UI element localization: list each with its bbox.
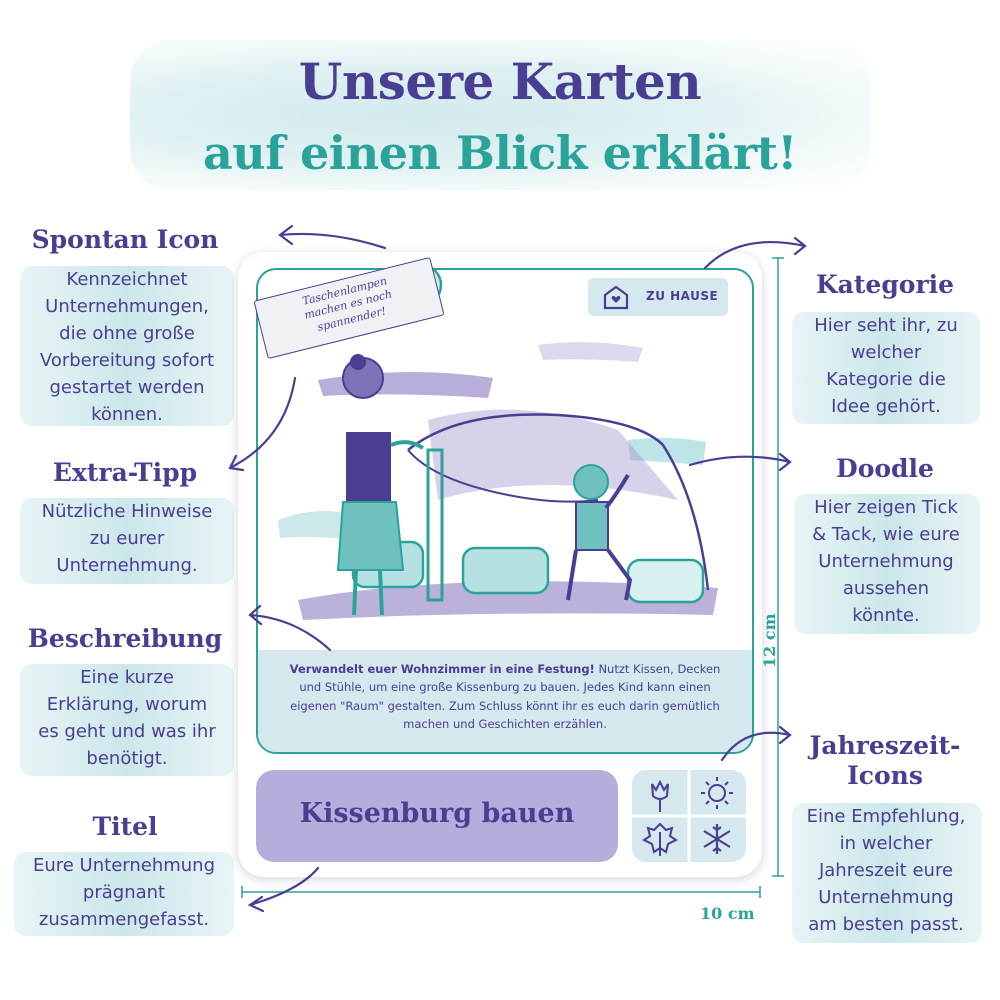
card-description-box: Verwandelt euer Wohnzimmer in eine Festu… bbox=[258, 650, 752, 752]
season-icons-box bbox=[632, 770, 746, 862]
category-label: ZU HAUSE bbox=[646, 289, 719, 303]
doodle-description: Hier zeigen Tick & Tack, wie eure Untern… bbox=[812, 497, 960, 626]
spontan-description: Kennzeichnet Unternehmungen, die ohne gr… bbox=[39, 269, 215, 425]
snowflake-icon bbox=[703, 824, 731, 854]
season-grid bbox=[632, 770, 746, 862]
doodle-title: Doodle bbox=[836, 454, 934, 483]
beschreibung-title: Beschreibung bbox=[27, 624, 223, 653]
extratipp-wash bbox=[20, 498, 234, 584]
beschreibung-wash bbox=[20, 664, 234, 776]
page-title-line1: Unsere Karten bbox=[298, 52, 702, 111]
jahreszeit-description: Eine Empfehlung, in welcher Jahreszeit e… bbox=[806, 806, 966, 935]
titel-description: Eure Unternehmung prägnant zusammengefas… bbox=[32, 855, 216, 930]
spontan-wash bbox=[20, 266, 234, 426]
arrow-spontan bbox=[278, 224, 387, 250]
header-wash bbox=[130, 40, 870, 190]
spontan-title: Spontan Icon bbox=[31, 225, 219, 254]
doodle-wash bbox=[794, 494, 980, 634]
extratipp-description: Nützliche Hinweise zu eurer Unternehmung… bbox=[41, 501, 213, 576]
category-badge: ZU HAUSE bbox=[588, 278, 728, 316]
height-dimension-label: 12 cm bbox=[760, 613, 779, 668]
card-title-box: Kissenburg bauen bbox=[256, 770, 618, 862]
tulip-icon bbox=[651, 779, 669, 812]
jahreszeit-title: Jahreszeit- Icons bbox=[809, 731, 961, 790]
doodle-illustration bbox=[278, 342, 718, 620]
kategorie-wash bbox=[792, 312, 980, 424]
kategorie-description: Hier seht ihr, zu welcher Kategorie die … bbox=[814, 315, 958, 417]
page-title-line2: auf einen Blick erklärt! bbox=[202, 126, 798, 180]
extratipp-title: Extra-Tipp bbox=[52, 458, 198, 487]
card-description: Verwandelt euer Wohnzimmer in eine Festu… bbox=[289, 662, 721, 732]
kategorie-title: Kategorie bbox=[815, 270, 955, 299]
titel-wash bbox=[14, 852, 234, 936]
titel-title: Titel bbox=[92, 812, 158, 841]
beschreibung-description: Eine kurze Erklärung, worum es geht und … bbox=[38, 667, 216, 769]
leaf-icon bbox=[642, 822, 678, 856]
sun-icon bbox=[701, 777, 733, 809]
card-title: Kissenburg bauen bbox=[299, 798, 575, 829]
card-doodle-frame: ZU HAUSE Verwandelt euer Wohnzimmer in e… bbox=[256, 268, 754, 754]
house-heart-icon bbox=[603, 285, 629, 310]
width-dimension-label: 10 cm bbox=[700, 904, 755, 923]
jahreszeit-wash bbox=[792, 803, 982, 943]
